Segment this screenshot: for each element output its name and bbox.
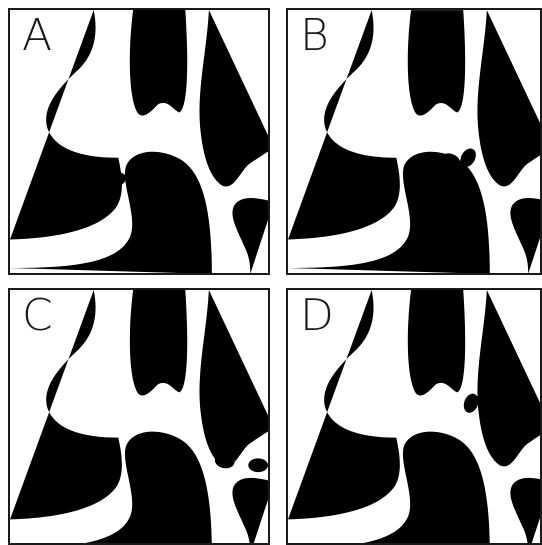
panel-label-d: D [300,294,334,338]
panel-d: D [286,288,542,545]
panel-label-a: A [22,14,52,58]
panel-label-c: C [22,294,53,338]
particle-cluster [248,458,268,472]
panel-label-b: B [300,14,329,58]
panel-b: B [286,8,542,275]
panel-a: A [8,8,270,275]
panel-c: C [8,288,270,545]
